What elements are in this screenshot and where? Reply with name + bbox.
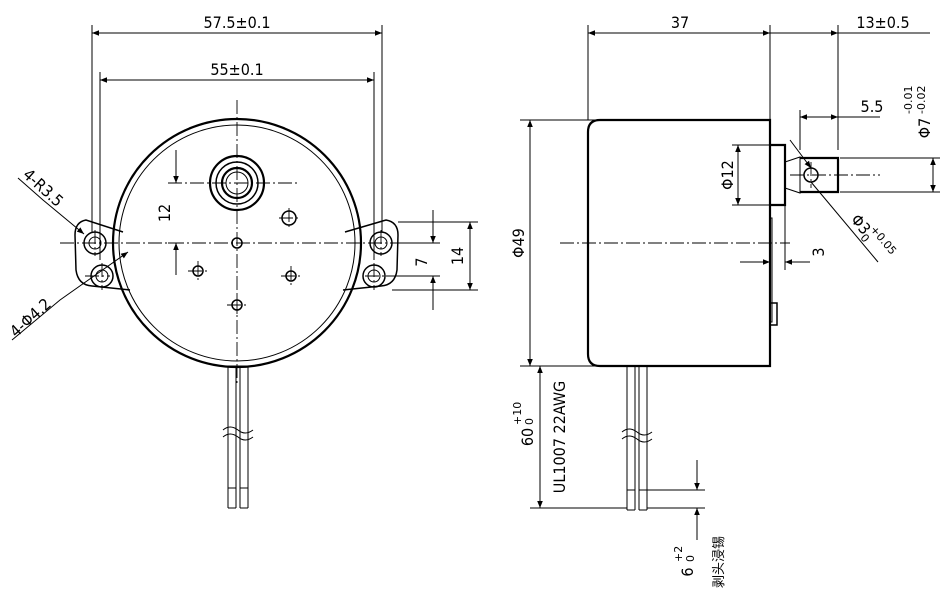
dim-boss-diameter: Φ12 xyxy=(718,160,737,190)
side-tab xyxy=(770,302,778,326)
dim-strip-length: 6 +2 0 xyxy=(672,546,697,577)
mounting-flange xyxy=(74,219,399,291)
svg-text:60: 60 xyxy=(518,428,537,446)
side-lead-wires xyxy=(621,365,653,511)
label-hole-diameter: 4-Φ4.2 xyxy=(6,294,55,341)
svg-text:-0.01: -0.01 xyxy=(902,86,915,114)
wire-spec-label: UL1007 22AWG xyxy=(550,381,569,493)
front-view: 57.5±0.1 55±0.1 12 7 14 4-R3.5 4-Φ4.2 xyxy=(6,13,478,509)
side-boss xyxy=(770,143,787,207)
dim-lead-length: 60 +10 0 xyxy=(511,402,537,446)
dim-overall-width: 57.5±0.1 xyxy=(204,13,271,32)
label-corner-radius: 4-R3.5 xyxy=(19,165,67,211)
dim-hole-pitch: 7 xyxy=(412,257,431,266)
svg-text:0: 0 xyxy=(523,418,536,425)
svg-text:Φ7: Φ7 xyxy=(915,118,934,138)
dim-shaft-length: 13±0.5 xyxy=(856,13,909,32)
dim-flange-height: 14 xyxy=(448,247,467,265)
dim-shaft-diameter: Φ7 -0.01 -0.02 xyxy=(902,86,934,139)
dim-hole-spacing: 55±0.1 xyxy=(210,60,263,79)
dim-boss-height: 3 xyxy=(809,247,828,256)
svg-text:+2: +2 xyxy=(672,546,685,562)
dim-body-diameter: Φ49 xyxy=(509,228,528,258)
svg-text:-0.02: -0.02 xyxy=(915,86,928,114)
svg-text:0: 0 xyxy=(684,555,697,562)
front-lead-wires xyxy=(222,365,254,509)
svg-text:+10: +10 xyxy=(511,402,524,425)
svg-text:6: 6 xyxy=(678,567,697,576)
dim-flat-length: 5.5 xyxy=(861,97,884,116)
dim-cross-hole: Φ3 +0.05 0 xyxy=(847,210,899,257)
side-view: 37 13±0.5 5.5 Φ7 -0.01 -0.02 Φ12 3 Φ49 xyxy=(509,13,940,588)
dim-body-length: 37 xyxy=(671,13,689,32)
dim-shaft-offset: 12 xyxy=(155,204,174,222)
strip-tin-note: 剥头浸锡 xyxy=(712,536,727,588)
svg-text:+0.05: +0.05 xyxy=(867,223,899,257)
